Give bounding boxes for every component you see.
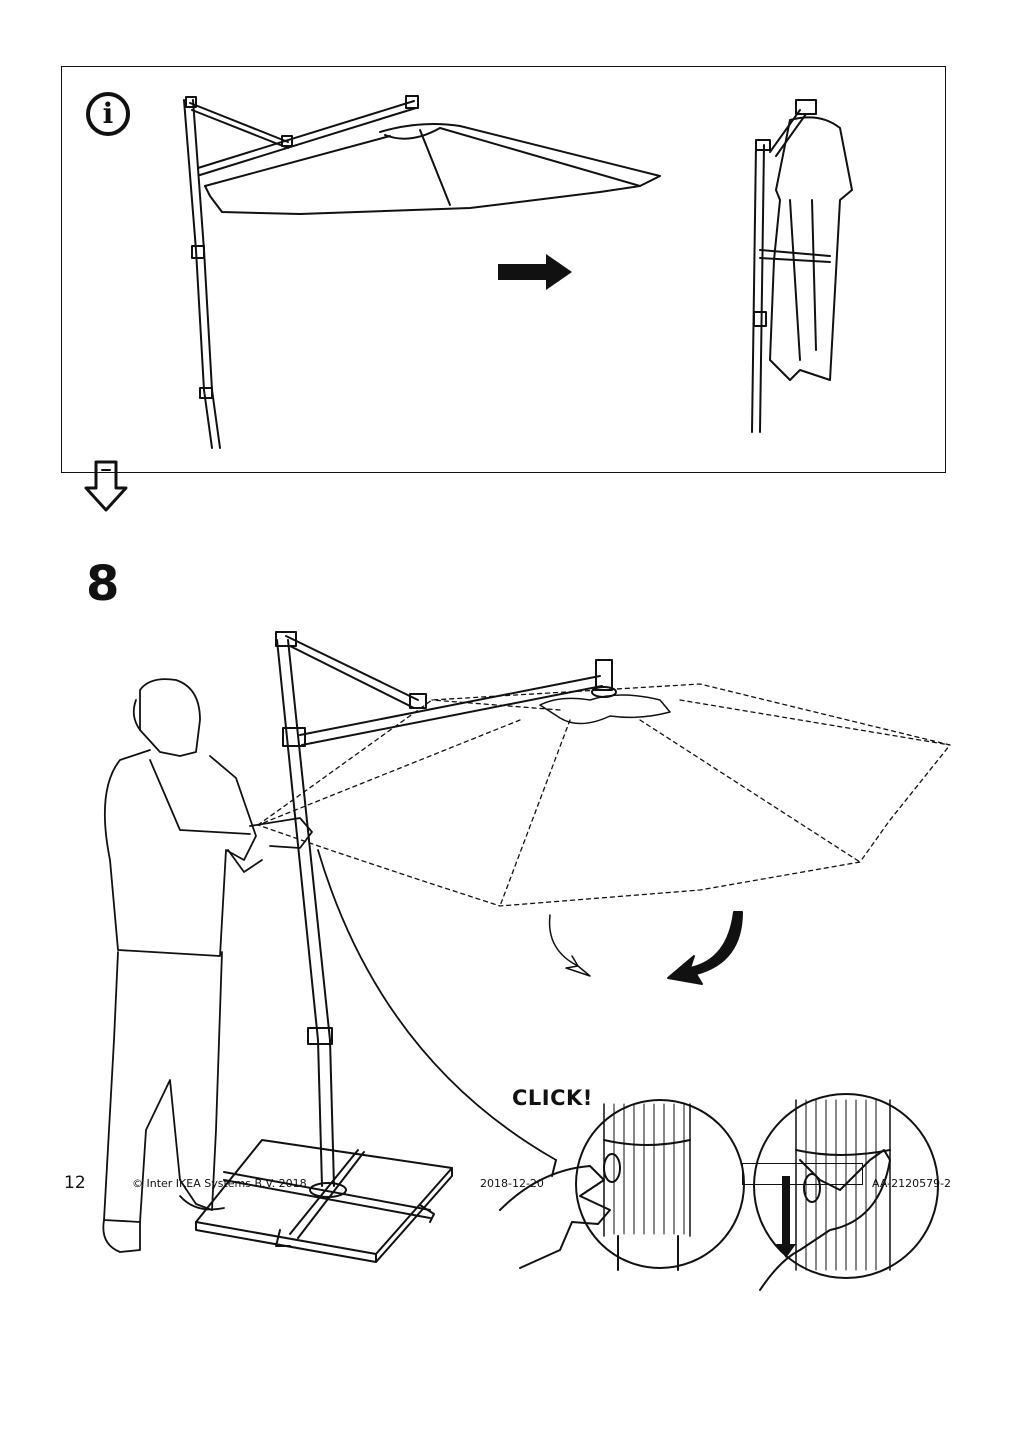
rotate-arrow-icon bbox=[548, 911, 743, 985]
push-down-arrow-icon bbox=[776, 1176, 796, 1258]
continue-down-arrow-icon bbox=[84, 460, 128, 512]
swing-arc bbox=[317, 849, 557, 1161]
umbrella-pole bbox=[275, 631, 617, 1187]
document-code: AA-2120579-2 bbox=[872, 1177, 952, 1190]
canopy-cap bbox=[539, 694, 671, 725]
info-icon: i bbox=[86, 92, 130, 136]
step-number: 8 bbox=[86, 556, 120, 612]
right-arrow-icon bbox=[498, 254, 572, 290]
footer-empty-box bbox=[742, 1163, 863, 1185]
info-panel bbox=[61, 66, 946, 473]
open-umbrella-illustration bbox=[183, 95, 661, 449]
detail-push bbox=[753, 1093, 939, 1291]
page-number: 12 bbox=[64, 1173, 86, 1193]
document-date: 2018-12-20 bbox=[480, 1177, 544, 1190]
copyright-text: © Inter IKEA Systems B.V. 2018 bbox=[132, 1177, 307, 1190]
umbrella-base bbox=[195, 1139, 453, 1263]
closed-umbrella-illustration bbox=[751, 99, 853, 433]
click-label: CLICK! bbox=[512, 1086, 593, 1110]
canopy-outline bbox=[257, 683, 951, 907]
person-illustration bbox=[102, 678, 313, 1253]
